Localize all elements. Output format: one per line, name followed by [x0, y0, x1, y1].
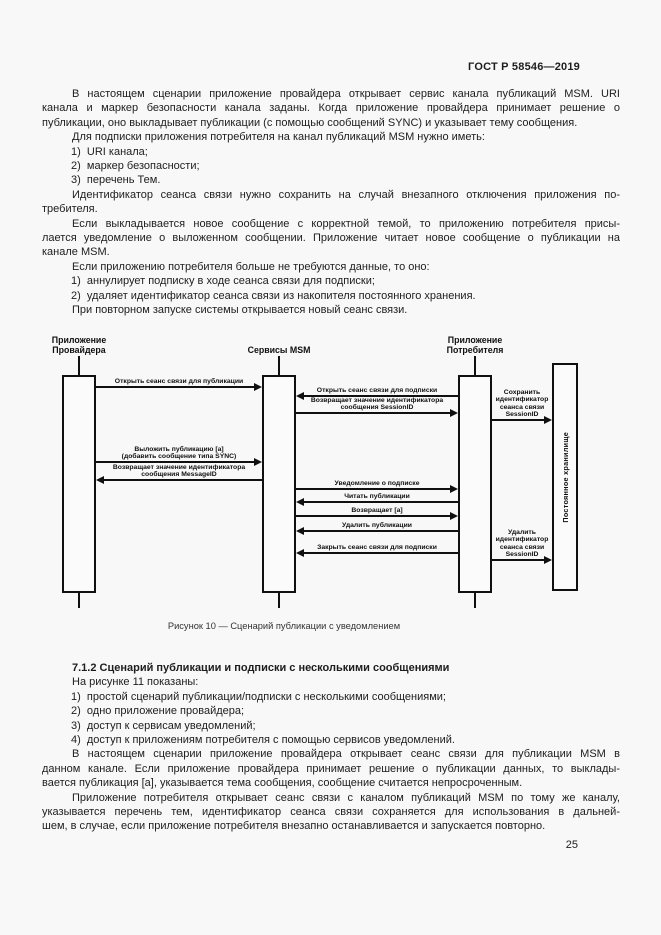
lifeline-stub-msm-services — [278, 356, 280, 375]
text-line: 1) аннулирует подписку в ходе сеанса свя… — [71, 275, 375, 288]
text-line: Для подписки приложения потребителя на к… — [72, 131, 485, 144]
text-line: 1) URI канала; — [71, 145, 148, 158]
arrowhead-right-icon — [254, 458, 262, 466]
message-arrow-line — [96, 386, 256, 388]
text-line: публикации, оно выкладывает публикации (… — [42, 116, 578, 129]
message-arrow-line — [296, 515, 452, 517]
message-arrow-line — [302, 530, 458, 532]
persistent-storage-label: Постоянное хранилище — [560, 431, 570, 523]
page-number: 25 — [565, 839, 578, 851]
arrowhead-right-icon — [544, 556, 552, 564]
lifeline-stub-consumer — [474, 356, 476, 375]
message-arrow-line — [492, 419, 546, 421]
text-line: В настоящем сценарии приложение провайде… — [72, 88, 620, 100]
text-line: На рисунке 11 показаны: — [72, 676, 199, 689]
text-line: канале MSM. — [42, 246, 110, 259]
lifeline-tail-provider — [78, 593, 80, 608]
message-arrow-line — [296, 412, 452, 414]
message-label: Удалить публикации — [342, 521, 412, 529]
arrowhead-left-icon — [96, 476, 104, 484]
arrowhead-right-icon — [450, 409, 458, 417]
message-arrow-line — [302, 501, 458, 503]
text-line: 3) доступ к сервисам уведомлений; — [71, 719, 256, 732]
message-label: Уведомление о подписке — [334, 479, 420, 487]
lifeline-stub-provider — [78, 356, 80, 375]
lifeline-label-msm-services: Сервисы MSM — [247, 345, 311, 356]
message-label: Закрыть сеанс связи для подписки — [317, 543, 437, 551]
section-7-1-2: 7.1.2 Сценарий публикации и подписки с н… — [42, 661, 620, 834]
text-line: При повторном запуске системы открываетс… — [72, 304, 408, 317]
message-arrow-line — [102, 479, 262, 481]
message-label: Возвращает [a] — [351, 506, 403, 514]
text-line: требителя. — [42, 203, 98, 216]
section-heading: 7.1.2 Сценарий публикации и подписки с н… — [72, 662, 450, 674]
section-paragraphs: На рисунке 11 показаны:1) простой сценар… — [42, 675, 620, 833]
activation-box-provider — [62, 375, 96, 593]
arrowhead-left-icon — [296, 498, 304, 506]
arrowhead-right-icon — [254, 383, 262, 391]
text-line: 1) простой сценарий публикации/подписки … — [71, 690, 446, 703]
message-label: Открыть сеанс связи для подписки — [316, 386, 438, 394]
arrowhead-right-icon — [450, 512, 458, 520]
arrowhead-right-icon — [450, 485, 458, 493]
text-line: данном канале. Если приложение провайдер… — [42, 762, 620, 775]
arrowhead-left-icon — [296, 392, 304, 400]
text-line: Приложение потребителя открывает сеанс с… — [72, 791, 620, 804]
message-arrow-line — [302, 552, 458, 554]
message-arrow-line — [492, 559, 546, 561]
text-line: указывается перечень тем, идентификатор … — [42, 806, 620, 819]
text-line: Если приложению потребителя больше не тр… — [72, 260, 430, 273]
text-line: шем, в случае, если приложение потребите… — [42, 820, 546, 833]
text-line: 2) одно приложение провайдера; — [71, 705, 245, 718]
text-line: 3) перечень Тем. — [71, 174, 161, 187]
lifeline-tail-msm-services — [278, 593, 280, 608]
text-line: вается публикация [a], указывается тема … — [42, 777, 523, 790]
message-label: Открыть сеанс связи для публикации — [114, 377, 244, 385]
text-line: Идентификатор сеанса связи нужно сохрани… — [72, 188, 620, 201]
text-line: В настоящем сценарии приложение провайде… — [72, 748, 620, 761]
message-arrow-line — [296, 488, 452, 490]
message-arrow-line — [96, 461, 256, 463]
arrowhead-left-icon — [296, 549, 304, 557]
text-line: 2) удаляет идентификатор сеанса связи из… — [71, 289, 476, 302]
text-line: канала и маркер безопасности канала зада… — [42, 102, 620, 115]
text-line: 2) маркер безопасности; — [71, 160, 200, 173]
activation-box-msm-services — [262, 375, 296, 593]
message-arrow-line — [302, 395, 458, 397]
activation-box-consumer — [458, 375, 492, 593]
text-line: 4) доступ к приложениям потребителя с по… — [71, 734, 455, 747]
message-label: Выложить публикацию [a](добавить сообщен… — [121, 445, 237, 460]
message-label: Читать публикации — [344, 492, 410, 500]
document-header: ГОСТ Р 58546—2019 — [468, 61, 580, 73]
arrowhead-right-icon — [544, 416, 552, 424]
figure-caption: Рисунок 10 — Сценарий публикации с уведо… — [167, 621, 401, 631]
persistent-storage-box: Постоянное хранилище — [552, 363, 578, 591]
intro-paragraphs: В настоящем сценарии приложение провайде… — [42, 87, 620, 318]
text-line: лается уведомление о выложенном сообщени… — [42, 232, 620, 245]
text-line: Если выкладывается новое сообщение с кор… — [72, 217, 620, 230]
arrowhead-left-icon — [296, 527, 304, 535]
lifeline-tail-consumer — [474, 593, 476, 608]
